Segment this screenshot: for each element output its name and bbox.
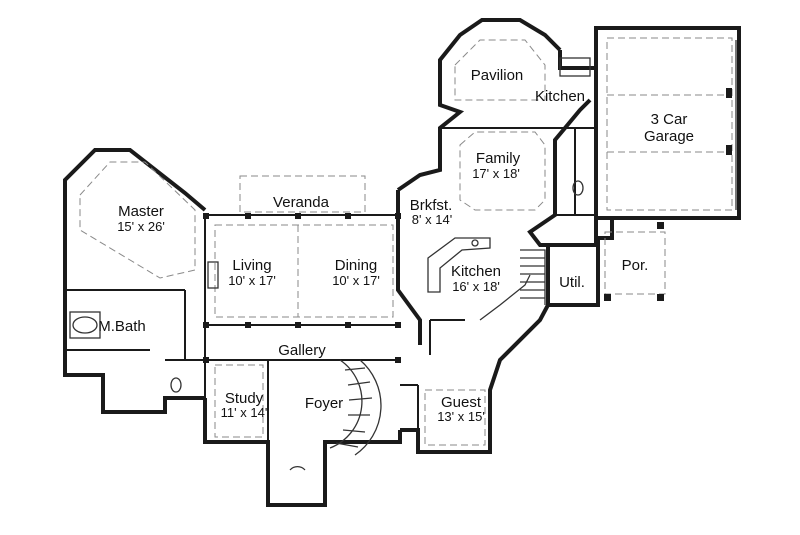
living-label: Living [232, 257, 271, 274]
foyer-label: Foyer [305, 395, 343, 412]
master-dim: 15' x 26' [117, 219, 165, 234]
garage-label-line1: 3 Car [651, 111, 688, 128]
fixtures [69, 40, 737, 471]
pavilion-label: Pavilion [471, 67, 524, 84]
study-dim: 11' x 14' [221, 405, 268, 420]
study-label: Study [225, 390, 264, 407]
breakfast-dim: 8' x 14' [412, 212, 452, 227]
garage-label-line2: Garage [644, 128, 694, 145]
porch-label: Por. [622, 257, 649, 274]
columns [203, 88, 732, 363]
kitchen-label: Kitchen [451, 263, 501, 280]
family-dim: 17' x 18' [472, 166, 520, 181]
master-bath-label: M.Bath [98, 318, 146, 335]
kitchen-dim: 16' x 18' [452, 279, 500, 294]
guest-dim: 13' x 15' [437, 409, 485, 424]
outdoor-kitchen-label: Kitchen [535, 88, 585, 105]
interior-walls [65, 127, 596, 442]
veranda-label: Veranda [273, 194, 330, 211]
living-dim: 10' x 17' [228, 273, 276, 288]
guest-label: Guest [441, 394, 482, 411]
utility-label: Util. [559, 274, 585, 291]
room-labels: Pavilion Kitchen 3 Car Garage Family 17'… [98, 67, 694, 424]
exterior-walls [63, 18, 741, 507]
gallery-label: Gallery [278, 342, 326, 359]
ceiling-lines [79, 37, 733, 446]
dining-dim: 10' x 17' [332, 273, 380, 288]
dining-label: Dining [335, 257, 378, 274]
breakfast-label: Brkfst. [410, 197, 453, 214]
family-label: Family [476, 150, 521, 167]
master-label: Master [118, 203, 164, 220]
